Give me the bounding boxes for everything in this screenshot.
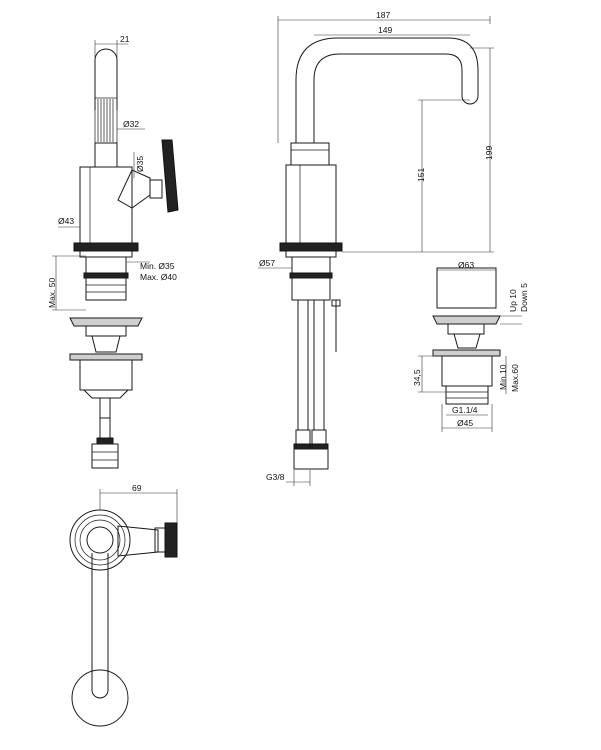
dim-149: 149 <box>378 25 392 35</box>
front-dimensions: 21 Ø32 Ø35 Ø43 Min. Ø35 Max. Ø40 Max. 50 <box>47 34 177 311</box>
dim-max-diameter: Max. Ø40 <box>140 272 177 282</box>
handle-wheel <box>161 139 179 213</box>
dim-max-depth: Max. 50 <box>47 277 57 308</box>
top-view <box>69 509 178 727</box>
dim-waste-max: Max.60 <box>510 364 520 392</box>
dim-waste-up: Up 10 <box>508 289 518 312</box>
side-dimensions: 187 149 199 151 Ø57 G3/8 <box>258 10 494 486</box>
waste-dimensions: Ø63 Up 10 Down 5 34,5 Min.10 Max.60 G1.1… <box>412 260 529 432</box>
dim-waste-bottom: Ø45 <box>457 418 473 428</box>
tap-body <box>79 166 133 244</box>
dim-grip-diameter: Ø32 <box>123 119 139 129</box>
side-body <box>285 164 337 244</box>
dim-199: 199 <box>484 146 494 160</box>
dim-body-diameter: Ø43 <box>58 216 74 226</box>
side-view <box>279 37 479 470</box>
dim-waste-height: 34,5 <box>412 369 422 386</box>
top-dimensions: 69 <box>99 483 178 523</box>
front-view <box>69 48 179 469</box>
dim-151: 151 <box>416 168 426 182</box>
dim-min-diameter: Min. Ø35 <box>140 261 175 271</box>
top-handle-wheel <box>164 522 178 558</box>
dim-187: 187 <box>376 10 390 20</box>
waste-detail <box>432 267 501 405</box>
dim-waste-down: Down 5 <box>519 283 529 312</box>
dim-21: 21 <box>120 34 130 44</box>
dim-waste-min: Min.10 <box>498 364 508 390</box>
dim-base-diameter: Ø57 <box>259 258 275 268</box>
dim-69: 69 <box>132 483 142 493</box>
dim-hose-thread: G3/8 <box>266 472 285 482</box>
dim-lever-diameter: Ø35 <box>135 156 145 172</box>
dim-waste-top: Ø63 <box>458 260 474 270</box>
dim-waste-thread: G1.1/4 <box>452 405 478 415</box>
waste-cap <box>436 267 497 309</box>
